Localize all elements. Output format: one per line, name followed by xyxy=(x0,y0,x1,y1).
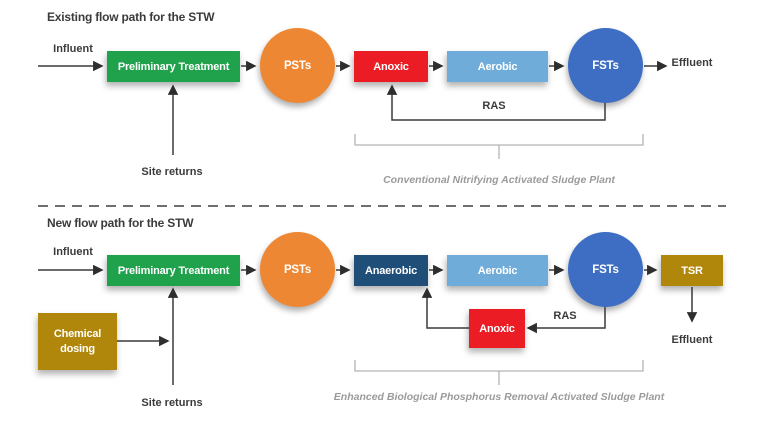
influent-label-new: Influent xyxy=(53,246,93,258)
psts-label-new: PSTs xyxy=(283,263,312,276)
aerobic-box-new[interactable]: Aerobic xyxy=(447,255,548,286)
fsts-label-new: FSTs xyxy=(592,263,619,276)
effluent-label-existing: Effluent xyxy=(671,57,713,69)
anoxic-box-new[interactable]: Anoxic xyxy=(469,309,525,348)
bracket-caption-new: Enhanced Biological Phosphorus Removal A… xyxy=(333,391,665,403)
chemical-dosing-box-new[interactable]: Chemical dosing xyxy=(38,313,117,370)
chemical-dosing-label-new: Chemical dosing xyxy=(53,328,102,355)
psts-label-existing: PSTs xyxy=(283,59,312,72)
anaerobic-label-new: Anaerobic xyxy=(365,264,417,277)
ras-label-existing: RAS xyxy=(482,100,506,112)
fsts-circle-existing[interactable]: FSTs xyxy=(568,28,643,103)
preliminary-treatment-box-existing[interactable]: Preliminary Treatment xyxy=(107,51,240,82)
fsts-label-existing: FSTs xyxy=(592,59,619,72)
effluent-label-new: Effluent xyxy=(671,334,713,346)
arrow-anoxic-to-anaerobic-new xyxy=(421,287,469,329)
aerobic-label-new: Aerobic xyxy=(477,264,518,277)
existing-section-title: Existing flow path for the STW xyxy=(47,10,215,24)
anoxic-label-existing: Anoxic xyxy=(373,60,409,73)
aerobic-label-existing: Aerobic xyxy=(477,60,518,73)
preliminary-treatment-label-new: Preliminary Treatment xyxy=(117,264,230,277)
aerobic-box-existing[interactable]: Aerobic xyxy=(447,51,548,82)
tsr-label-new: TSR xyxy=(681,264,703,277)
anoxic-label-new: Anoxic xyxy=(479,322,515,335)
site-returns-label-existing: Site returns xyxy=(141,166,203,178)
tsr-box-new[interactable]: TSR xyxy=(661,255,723,286)
bracket-existing xyxy=(354,134,644,159)
bracket-caption-existing: Conventional Nitrifying Activated Sludge… xyxy=(383,174,615,186)
psts-circle-existing[interactable]: PSTs xyxy=(260,28,335,103)
anaerobic-box-new[interactable]: Anaerobic xyxy=(354,255,428,286)
fsts-circle-new[interactable]: FSTs xyxy=(568,232,643,307)
influent-label-existing: Influent xyxy=(53,43,93,55)
site-returns-label-new: Site returns xyxy=(141,397,203,409)
preliminary-treatment-box-new[interactable]: Preliminary Treatment xyxy=(107,255,240,286)
preliminary-treatment-label-existing: Preliminary Treatment xyxy=(117,60,230,73)
ras-label-new: RAS xyxy=(553,310,577,322)
psts-circle-new[interactable]: PSTs xyxy=(260,232,335,307)
anoxic-box-existing[interactable]: Anoxic xyxy=(354,51,428,82)
new-section-title: New flow path for the STW xyxy=(47,216,194,230)
bracket-new xyxy=(354,360,644,385)
